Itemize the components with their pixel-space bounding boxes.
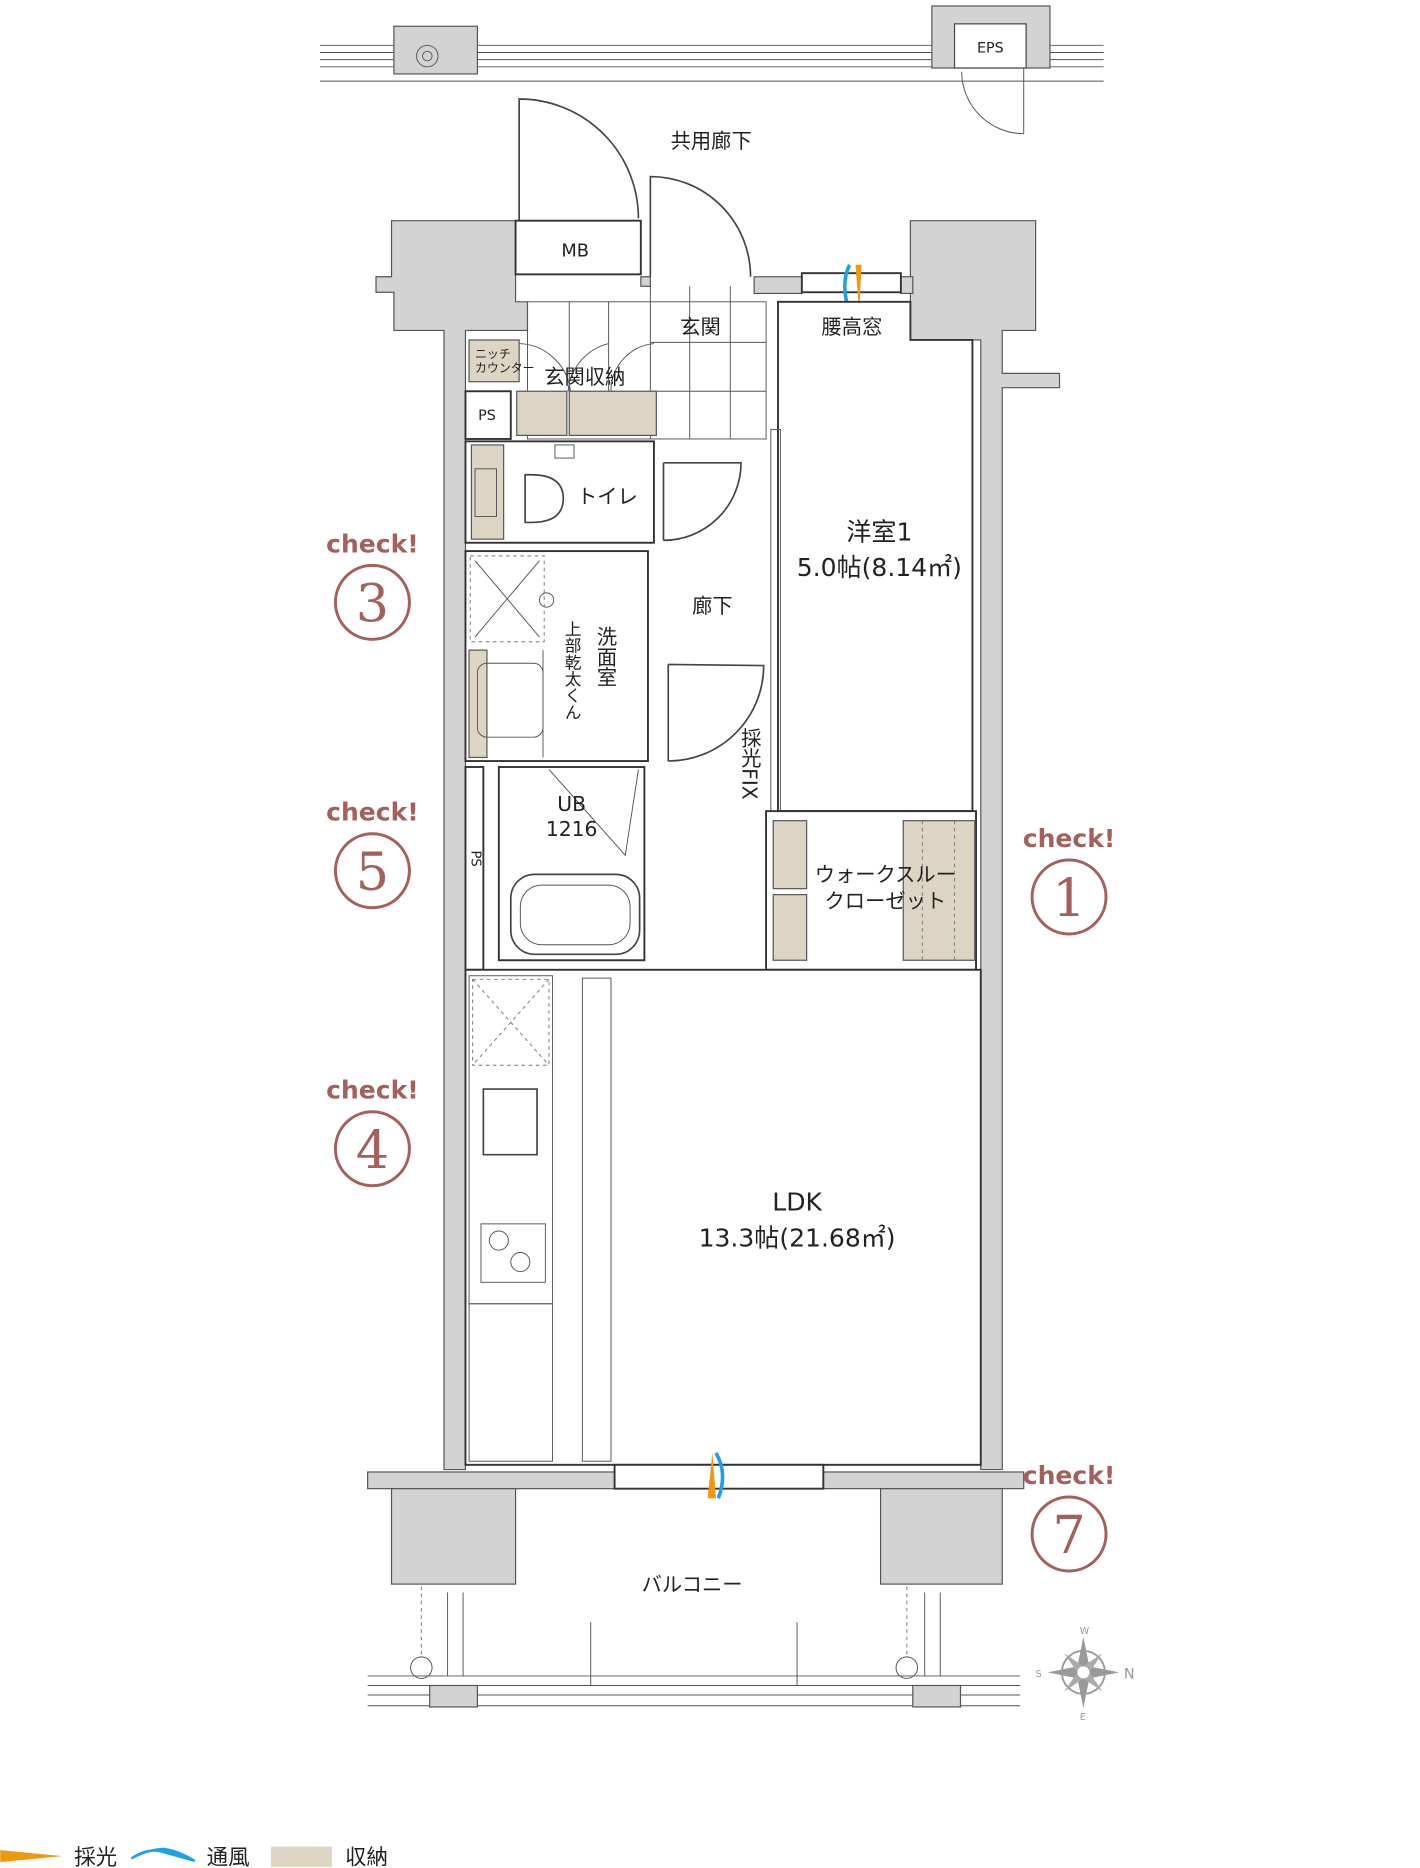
check-label: check!	[326, 798, 419, 827]
entrance-storage-label: 玄関収納	[544, 365, 625, 389]
ps-top	[464, 390, 512, 440]
check-label: check!	[1023, 1461, 1116, 1490]
ventilation-icon	[714, 1451, 725, 1499]
common-corridor-label: 共用廊下	[671, 129, 752, 153]
legend: 採光 通風 収納	[0, 1845, 388, 1868]
light-icon	[855, 264, 862, 313]
ub-label: UB	[557, 792, 586, 816]
niche-label-2: カウンター	[475, 361, 535, 375]
balcony-railing	[367, 1586, 1021, 1708]
wic-label-2: クローゼット	[825, 889, 947, 913]
kitchen	[468, 975, 612, 1462]
legend-ventilation-label: 通風	[207, 1845, 250, 1868]
toilet-label: トイレ	[577, 484, 638, 508]
ldk-window	[613, 1451, 825, 1499]
check-7[interactable]: check! 7	[1023, 1461, 1116, 1573]
dryer-label: 上部乾太くん	[562, 620, 581, 720]
ps-top-label: PS	[478, 408, 496, 424]
unit-bath	[497, 766, 646, 962]
storage-legend-swatch	[271, 1846, 332, 1867]
check-3[interactable]: check! 3	[326, 529, 419, 641]
ub-size: 1216	[546, 817, 598, 841]
ps-side	[464, 766, 485, 971]
check-circle	[1030, 1495, 1108, 1573]
entrance-storage-left	[516, 390, 568, 436]
check-number: 3	[356, 573, 389, 634]
compass-e: E	[1080, 1712, 1086, 1723]
toilet-door[interactable]	[662, 461, 742, 542]
check-number: 1	[1052, 868, 1085, 929]
ldk-room	[464, 968, 982, 1466]
niche-label-1: ニッチ	[475, 347, 511, 361]
washroom-door[interactable]	[667, 663, 765, 762]
fix-window-label: 採光FIX	[737, 727, 761, 799]
mb-label: MB	[561, 240, 589, 261]
compass-s: S	[1036, 1669, 1042, 1680]
balcony-label: バルコニー	[642, 1572, 743, 1596]
check-circle	[1030, 858, 1108, 936]
structural-walls	[367, 220, 1061, 1585]
ldk-size: 13.3帖(21.68㎡)	[699, 1224, 896, 1253]
check-number: 4	[356, 1120, 389, 1181]
eps-label: EPS	[977, 40, 1004, 56]
waist-window	[800, 264, 902, 314]
sliding-partition	[581, 977, 612, 1462]
check-1[interactable]: check! 1	[1023, 824, 1116, 936]
entrance-door[interactable]	[649, 175, 752, 277]
check-label: check!	[326, 529, 419, 558]
western-room-label: 洋室1	[846, 517, 912, 546]
wic-label-1: ウォークスルー	[815, 863, 956, 887]
entrance-label: 玄関	[680, 315, 721, 339]
niche-counter	[468, 339, 520, 383]
check-circle	[333, 563, 411, 641]
stove-icon	[480, 1223, 546, 1283]
corridor-railing	[319, 25, 1104, 82]
check-4[interactable]: check! 4	[326, 1076, 419, 1188]
western-room-size: 5.0帖(8.14㎡)	[797, 553, 962, 582]
washroom-label: 洗面室	[593, 626, 617, 687]
ventilation-legend-icon	[130, 1847, 196, 1862]
check-5[interactable]: check! 5	[326, 798, 419, 910]
check-circle	[333, 832, 411, 910]
compass-n: N	[1124, 1666, 1135, 1682]
ps-side-label: PS	[468, 851, 483, 867]
sink-icon	[482, 1088, 538, 1156]
compass-w: W	[1080, 1626, 1090, 1637]
compass-icon: N S W E	[1036, 1626, 1135, 1723]
eps-shaft: EPS	[931, 5, 1051, 135]
check-circle	[333, 1110, 411, 1188]
check-number: 5	[356, 842, 389, 903]
walk-through-closet	[765, 810, 977, 971]
eps-door[interactable]	[961, 67, 1025, 135]
legend-storage-label: 収納	[345, 1845, 388, 1868]
check-number: 7	[1052, 1505, 1085, 1566]
check-label: check!	[326, 1076, 419, 1105]
light-legend-icon	[0, 1850, 63, 1863]
main-door[interactable]	[518, 98, 640, 221]
storage-doors[interactable]	[519, 343, 654, 392]
toilet-room	[464, 440, 655, 544]
toilet-icon	[524, 473, 565, 524]
check-label: check!	[1023, 824, 1116, 853]
entrance-storage-right	[568, 390, 657, 436]
mb-box	[514, 219, 642, 276]
legend-light-label: 採光	[74, 1845, 117, 1868]
light-icon	[707, 1452, 716, 1499]
ldk-label: LDK	[772, 1188, 822, 1217]
hallway-label: 廊下	[692, 594, 733, 618]
washroom	[464, 550, 649, 762]
waist-window-label: 腰高窓	[822, 315, 883, 339]
